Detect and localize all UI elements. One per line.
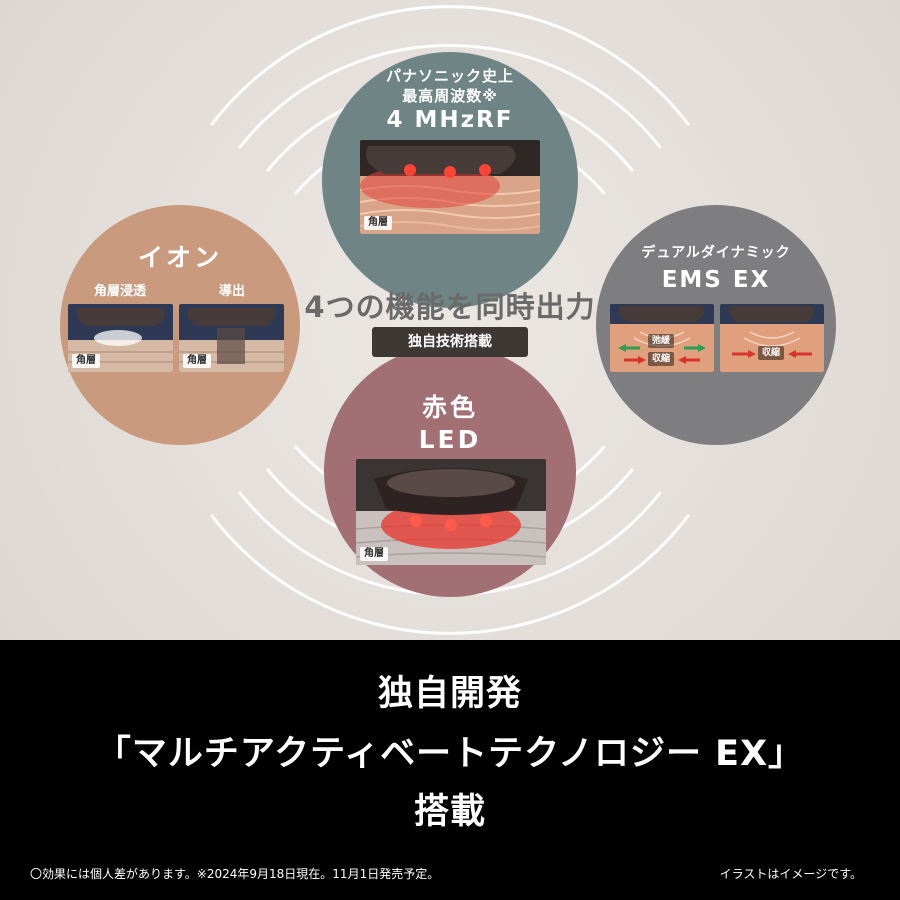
ems-illustration-right: 収縮 bbox=[720, 304, 824, 372]
led-illustration: 角層 bbox=[356, 459, 546, 565]
ems-arrow-left-bottom: 収縮 bbox=[648, 352, 675, 366]
ems-arrow-left-top: 弛緩 bbox=[648, 334, 675, 348]
footnote-right: イラストはイメージです。 bbox=[719, 867, 862, 881]
headline-line1: 独自開発 bbox=[377, 674, 522, 714]
ems-title: EMS EX bbox=[661, 267, 771, 293]
ion-label-left: 角層浸透 bbox=[93, 284, 146, 299]
ion-tag-right: 角層 bbox=[183, 354, 211, 368]
ems-arrow-right: 収縮 bbox=[758, 346, 785, 360]
rf-line1: パナソニック史上 bbox=[385, 67, 514, 85]
headline-line3: 搭載 bbox=[413, 792, 486, 832]
ems-illustration-left: 弛緩 収縮 bbox=[610, 304, 714, 372]
led-line1: 赤色 bbox=[421, 393, 478, 422]
headline-panel: 独自開発 「マルチアクティベートテクノロジー EX」 搭載 〇効果には個人差があ… bbox=[0, 640, 900, 900]
ion-tag-left: 角層 bbox=[72, 354, 100, 368]
rf-line2: 最高周波数※ bbox=[402, 87, 498, 105]
led-tag: 角層 bbox=[360, 547, 388, 561]
ems-line1: デュアルダイナミック bbox=[641, 245, 791, 261]
center-title: 4つの機能を同時出力 bbox=[304, 290, 596, 324]
rf-title: 4 MHzRF bbox=[386, 107, 514, 133]
led-circle: 赤色 LED 角層 bbox=[324, 345, 576, 597]
center-badge: 独自技術搭載 bbox=[372, 327, 528, 357]
ion-illustration-left: 角層 bbox=[68, 304, 173, 372]
feature-diagram: パナソニック史上 最高周波数※ 4 MHzRF 角層 bbox=[0, 0, 900, 640]
rf-illustration: 角層 bbox=[360, 140, 540, 234]
ion-title: イオン bbox=[137, 243, 222, 272]
led-title: LED bbox=[418, 425, 482, 454]
ems-circle: デュアルダイナミック EMS EX bbox=[596, 205, 836, 445]
headline-line2: 「マルチアクティベートテクノロジー EX」 bbox=[95, 734, 805, 774]
rf-tag: 角層 bbox=[364, 216, 392, 230]
footnote-left: 〇効果には個人差があります。※2024年9月18日現在。11月1日発売予定。 bbox=[30, 867, 440, 881]
ion-illustration-right: 角層 bbox=[179, 304, 284, 372]
rf-circle: パナソニック史上 最高周波数※ 4 MHzRF 角層 bbox=[322, 52, 578, 308]
ion-label-right: 導出 bbox=[218, 284, 245, 299]
ion-circle: イオン 角層浸透 導出 角層 bbox=[60, 205, 300, 445]
